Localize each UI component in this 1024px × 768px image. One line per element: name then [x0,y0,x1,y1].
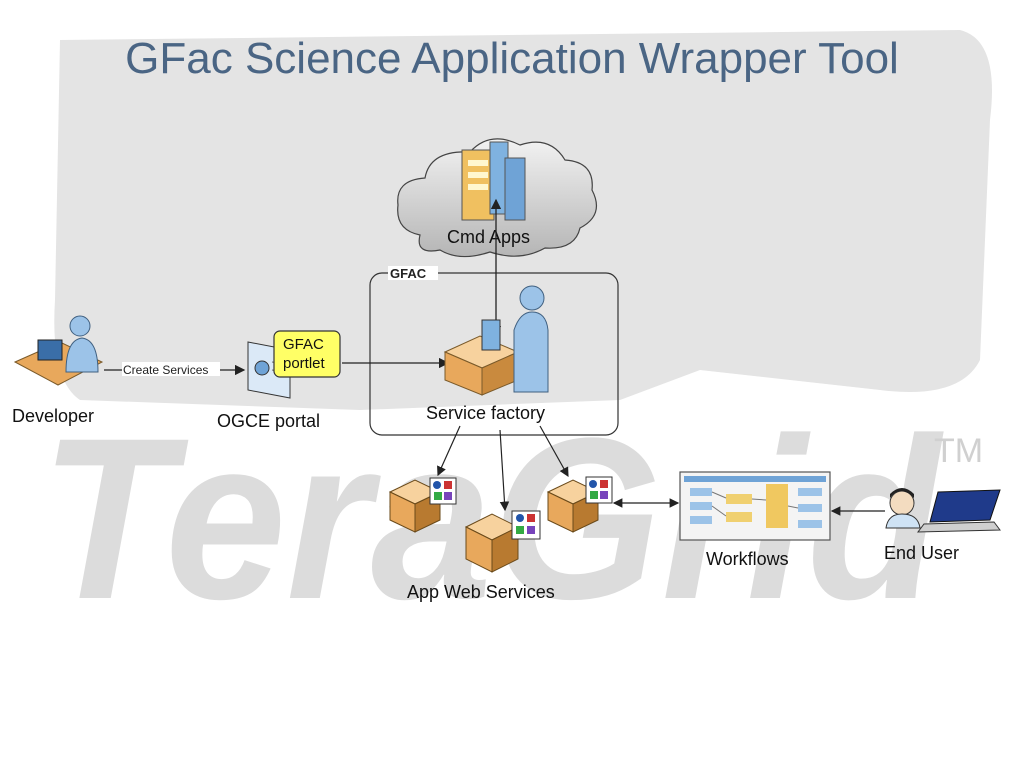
ogce-portal-label: OGCE portal [217,411,320,431]
laptop-icon [916,489,1001,533]
workflows-label: Workflows [706,549,789,569]
service-factory-icon [443,285,549,396]
watermark-trademark: TM [934,432,983,470]
factory-to-service-2-arrow [499,429,510,512]
developer-icon [13,315,104,386]
end-user-icon [885,488,921,529]
factory-to-service-3-arrow [539,425,569,478]
app-web-service-box-1 [388,477,457,533]
create-services-label: Create Services [123,363,208,377]
slide-title: GFac Science Application Wrapper Tool [125,34,899,83]
service-factory-label: Service factory [426,403,545,423]
app-web-services-label: App Web Services [407,582,555,602]
cmd-apps-cloud: Cmd Apps [397,138,598,258]
gfac-group-label: GFAC [390,266,427,281]
app-web-service-box-2 [464,510,541,573]
workflows-screenshot-icon [679,471,831,541]
gfac-portlet-badge: GFAC portlet [273,330,341,378]
factory-to-service-1-arrow [437,425,461,477]
portlet-label-line2: portlet [283,355,326,372]
end-user-label: End User [884,543,959,563]
cloud-label: Cmd Apps [447,227,530,247]
app-web-service-box-3 [546,476,613,533]
portlet-label-line1: GFAC [283,336,324,353]
server-rack-icon [461,141,526,221]
developer-label: Developer [12,406,94,426]
